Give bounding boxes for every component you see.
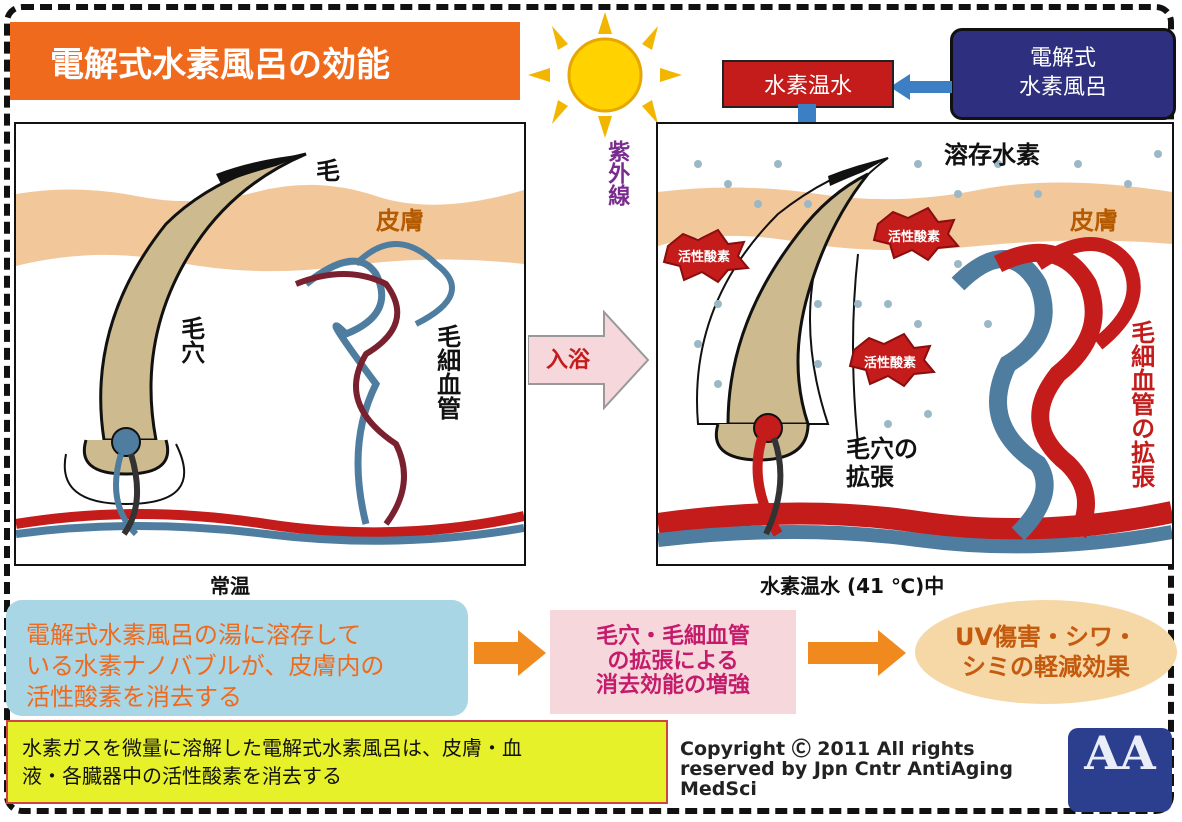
copyright-notice: Copyright Ⓒ 2011 All rights reserved by …	[680, 738, 1060, 800]
copyright-line1: Copyright Ⓒ 2011 All rights	[680, 738, 975, 760]
step1-line1: 電解式水素風呂の湯に溶存して	[26, 621, 362, 649]
skin-label: 皮膚	[376, 207, 424, 235]
product-label-line2: 水素風呂	[1018, 75, 1107, 100]
hydrogen-skin-illustration	[658, 150, 1172, 554]
product-label: 電解式 水素風呂	[950, 28, 1176, 120]
ros-label-1: 活性酸素	[678, 250, 731, 265]
step1-line3: 活性酸素を消去する	[26, 683, 242, 712]
normal-skin-illustration	[16, 152, 524, 545]
pore-dilation-label: 毛穴の拡張	[846, 435, 918, 491]
summary-box: 水素ガスを微量に溶解した電解式水素風呂は、皮膚・血 液・各臓器中の活性酸素を消去…	[6, 720, 668, 804]
summary-line2: 液・各臓器中の活性酸素を消去する	[22, 764, 342, 788]
logo-monogram: AA	[1084, 728, 1156, 780]
hydrogen-water-caption: 水素温水 (41 ℃)中	[760, 574, 945, 598]
capillary-label: 毛細血管	[432, 324, 461, 420]
product-label-line1: 電解式	[1029, 46, 1096, 72]
step3-line1: UV傷害・シワ・	[954, 623, 1138, 651]
hydrogen-water-label: 水素温水	[722, 60, 894, 108]
capillary-dilation-label: 毛細血管の拡張	[1126, 320, 1155, 488]
normal-temp-caption: 常温	[210, 574, 250, 598]
ros-label-2: 活性酸素	[888, 230, 941, 245]
step3-line2: シミの軽減効果	[962, 653, 1130, 681]
flow-arrow-2-icon	[808, 630, 906, 676]
normal-temp-panel: 毛 皮膚 毛穴 毛細血管	[14, 122, 526, 566]
right-skin-label: 皮膚	[1070, 207, 1118, 235]
sun-icon	[528, 12, 682, 138]
step2-box: 毛穴・毛細血管 の拡張による 消去効能の増強	[550, 610, 796, 714]
step2-line1: 毛穴・毛細血管	[595, 624, 750, 650]
ros-label-3: 活性酸素	[864, 356, 917, 371]
hydrogen-water-panel: 溶存水素 皮膚 活性酸素 活性酸素 活性酸素 毛穴の拡張 毛細血管の拡張	[656, 122, 1174, 566]
copyright-line3: MedSci	[680, 777, 757, 800]
dissolved-hydrogen-label: 溶存水素	[944, 141, 1040, 169]
step2-line2: の拡張による	[607, 648, 739, 674]
step1-box: 電解式水素風呂の湯に溶存して いる水素ナノバブルが、皮膚内の 活性酸素を消去する	[6, 600, 468, 716]
uv-label: 紫外線	[604, 140, 630, 206]
summary-line1: 水素ガスを微量に溶解した電解式水素風呂は、皮膚・血	[22, 736, 522, 760]
hair-label: 毛	[316, 157, 340, 185]
bath-label: 入浴	[546, 348, 591, 373]
bath-arrow-icon	[528, 310, 650, 410]
step2-line3: 消去効能の増強	[595, 673, 750, 699]
flow-arrow-1-icon	[474, 630, 546, 676]
step1-line2: いる水素ナノバブルが、皮膚内の	[26, 652, 385, 681]
organization-logo: AA	[1068, 728, 1172, 812]
copyright-line2: reserved by Jpn Cntr AntiAging	[680, 757, 1014, 780]
left-arrow-icon	[890, 74, 952, 100]
pore-label: 毛穴	[176, 316, 205, 364]
page-title: 電解式水素風呂の効能	[10, 22, 520, 100]
step3-box: UV傷害・シワ・ シミの軽減効果	[915, 600, 1177, 704]
